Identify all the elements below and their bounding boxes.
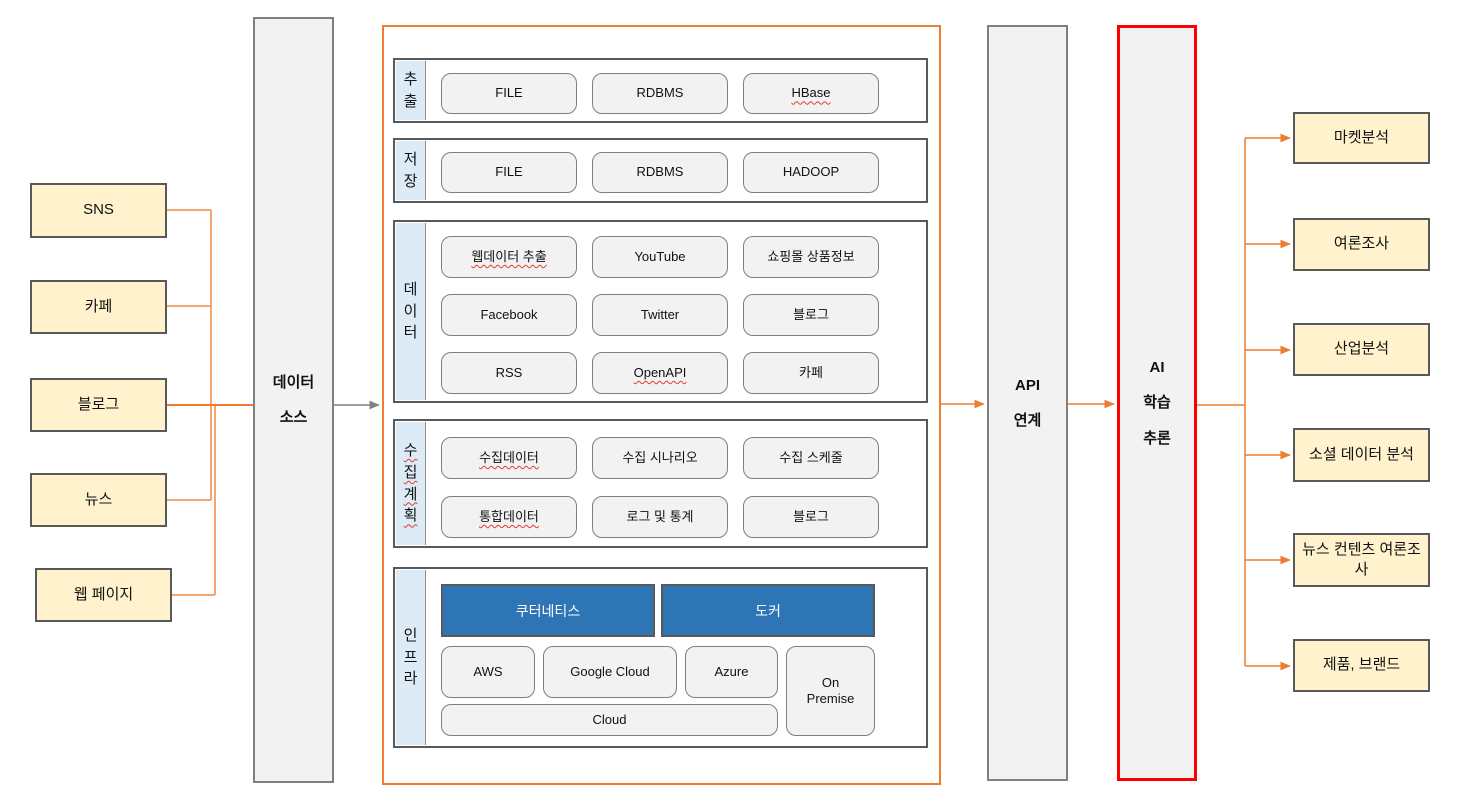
ai-label-line1: AI bbox=[1149, 359, 1165, 377]
item-label: HADOOP bbox=[782, 164, 840, 180]
item-label: 블로그 bbox=[793, 306, 829, 322]
item-label: RSS bbox=[495, 364, 523, 380]
item-data-webdata: 웹데이터 추출 bbox=[441, 236, 577, 278]
ai-label-line3: 추론 bbox=[1143, 429, 1171, 447]
item-label: OpenAPI bbox=[633, 364, 687, 380]
item-label: FILE bbox=[495, 85, 523, 101]
item-label: 수집데이터 bbox=[479, 449, 539, 465]
section-label-text: 저장 bbox=[403, 150, 418, 190]
source-box-cafe: 카페 bbox=[30, 280, 167, 334]
section-infra: 인프라 쿠터네티스 도커 AWS Google Cloud Azure On P… bbox=[393, 567, 928, 748]
item-label: 카페 bbox=[799, 364, 823, 380]
item-label: Google Cloud bbox=[570, 663, 650, 679]
item-label: 쿠터네티스 bbox=[515, 602, 581, 619]
section-extract-label: 추출 bbox=[396, 61, 426, 120]
section-infra-label: 인프라 bbox=[396, 570, 426, 745]
data-source-label-line2: 소스 bbox=[279, 409, 308, 426]
item-plan-blog: 블로그 bbox=[743, 496, 879, 538]
output-box-news-content-poll: 뉴스 컨텐츠 여론조사 bbox=[1293, 533, 1430, 587]
section-store: 저장 FILE RDBMS HADOOP bbox=[393, 138, 928, 203]
api-label-line1: API bbox=[1014, 376, 1040, 394]
item-extract-hbase: HBase bbox=[743, 73, 879, 114]
item-data-rss: RSS bbox=[441, 352, 577, 394]
output-box-industry-analysis: 산업분석 bbox=[1293, 323, 1430, 376]
section-data-label: 데이터 bbox=[396, 223, 426, 400]
section-label-text: 인프라 bbox=[403, 626, 418, 688]
source-box-sns: SNS bbox=[30, 183, 167, 238]
item-label: 수집 스케줄 bbox=[779, 449, 843, 465]
item-data-twitter: Twitter bbox=[592, 294, 728, 336]
item-label: AWS bbox=[473, 663, 503, 679]
platform-kubernetes: 쿠터네티스 bbox=[441, 584, 655, 637]
item-store-rdbms: RDBMS bbox=[592, 152, 728, 193]
output-box-social-data-analysis: 소셜 데이터 분석 bbox=[1293, 428, 1430, 482]
section-collection-plan: 수집계획 수집데이터 수집 시나리오 수집 스케줄 통합데이터 로그 및 통계 … bbox=[393, 419, 928, 548]
item-label: 웹데이터 추출 bbox=[471, 248, 547, 264]
item-extract-file: FILE bbox=[441, 73, 577, 114]
item-infra-google-cloud: Google Cloud bbox=[543, 646, 677, 698]
section-label-text: 수집계획 bbox=[403, 442, 418, 525]
item-label: 블로그 bbox=[793, 508, 829, 524]
item-label: Azure bbox=[714, 663, 749, 679]
item-label: RDBMS bbox=[636, 164, 684, 180]
item-label: Facebook bbox=[480, 306, 538, 322]
item-plan-integrated-data: 통합데이터 bbox=[441, 496, 577, 538]
item-infra-cloud: Cloud bbox=[441, 704, 778, 736]
item-label: 로그 및 통계 bbox=[626, 508, 694, 524]
item-label: 수집 시나리오 bbox=[622, 449, 698, 465]
ai-label-line2: 학습 bbox=[1143, 394, 1171, 412]
source-box-webpage: 웹 페이지 bbox=[35, 568, 172, 622]
section-label-text: 추출 bbox=[403, 70, 418, 110]
item-label: 통합데이터 bbox=[479, 508, 539, 524]
item-label: RDBMS bbox=[636, 85, 684, 101]
item-label: YouTube bbox=[634, 248, 686, 264]
item-data-facebook: Facebook bbox=[441, 294, 577, 336]
api-label-line2: 연계 bbox=[1013, 412, 1042, 429]
item-plan-log-stats: 로그 및 통계 bbox=[592, 496, 728, 538]
ai-learning-inference-column: AI 학습 추론 bbox=[1117, 25, 1197, 781]
item-infra-azure: Azure bbox=[685, 646, 778, 698]
item-label: On Premise bbox=[806, 674, 855, 706]
output-box-market-analysis: 마켓분석 bbox=[1293, 112, 1430, 164]
section-collection-plan-label: 수집계획 bbox=[396, 422, 426, 545]
data-source-label-line1: 데이터 bbox=[272, 373, 315, 391]
item-infra-on-premise: On Premise bbox=[786, 646, 875, 736]
item-plan-schedule: 수집 스케줄 bbox=[743, 437, 879, 479]
api-link-column: API 연계 bbox=[987, 25, 1068, 781]
section-data: 데이터 웹데이터 추출 YouTube 쇼핑몰 상품정보 Facebook Tw… bbox=[393, 220, 928, 403]
item-plan-scenario: 수집 시나리오 bbox=[592, 437, 728, 479]
item-plan-collected-data: 수집데이터 bbox=[441, 437, 577, 479]
item-data-shopping: 쇼핑몰 상품정보 bbox=[743, 236, 879, 278]
item-data-blog: 블로그 bbox=[743, 294, 879, 336]
item-data-youtube: YouTube bbox=[592, 236, 728, 278]
item-label: Twitter bbox=[640, 306, 680, 322]
source-box-news: 뉴스 bbox=[30, 473, 167, 527]
item-store-file: FILE bbox=[441, 152, 577, 193]
output-box-opinion-poll: 여론조사 bbox=[1293, 218, 1430, 271]
platform-docker: 도커 bbox=[661, 584, 875, 637]
item-infra-aws: AWS bbox=[441, 646, 535, 698]
item-label: HBase bbox=[791, 85, 831, 101]
item-extract-rdbms: RDBMS bbox=[592, 73, 728, 114]
data-source-column: 데이터 소스 bbox=[253, 17, 334, 783]
item-store-hadoop: HADOOP bbox=[743, 152, 879, 193]
item-label: FILE bbox=[495, 164, 523, 180]
item-label: 쇼핑몰 상품정보 bbox=[767, 248, 855, 264]
item-data-openapi: OpenAPI bbox=[592, 352, 728, 394]
item-label: 도커 bbox=[755, 602, 781, 619]
section-extract: 추출 FILE RDBMS HBase bbox=[393, 58, 928, 123]
item-label: Cloud bbox=[592, 711, 627, 727]
output-box-product-brand: 제품, 브랜드 bbox=[1293, 639, 1430, 692]
item-data-cafe: 카페 bbox=[743, 352, 879, 394]
section-label-text: 데이터 bbox=[403, 280, 418, 342]
section-store-label: 저장 bbox=[396, 141, 426, 200]
source-box-blog: 블로그 bbox=[30, 378, 167, 432]
